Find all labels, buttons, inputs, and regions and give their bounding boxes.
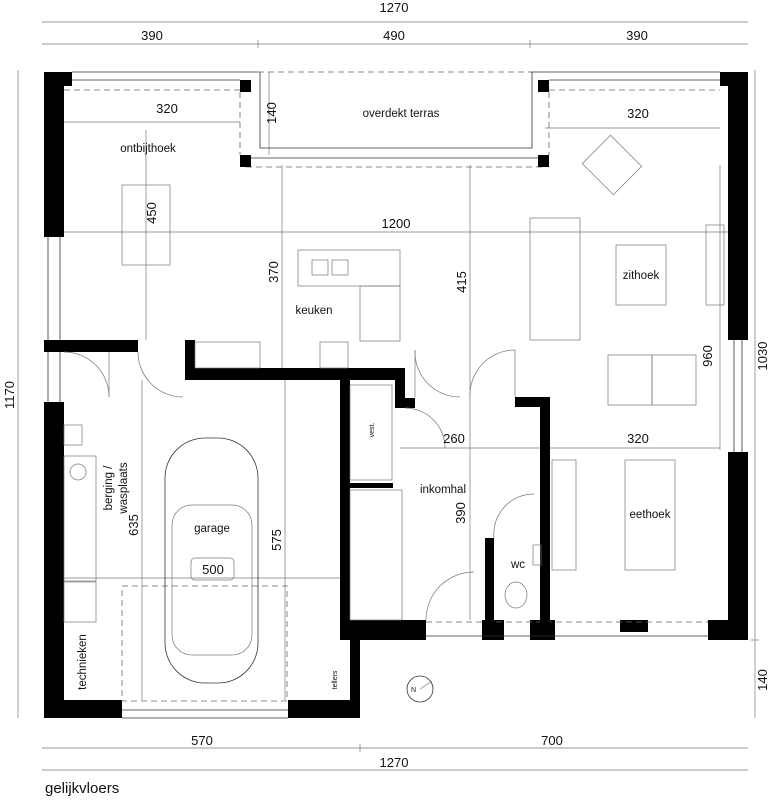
dim-top-right: 390 — [626, 28, 648, 43]
doors — [63, 349, 535, 621]
compass-icon: N — [406, 675, 434, 703]
dim-right-offset: 140 — [755, 669, 770, 691]
car-icon — [164, 437, 259, 684]
dim-bottom-total: 1270 — [380, 755, 409, 770]
furniture — [63, 134, 725, 702]
dim-top-left: 390 — [141, 28, 163, 43]
dim-bottom-left: 570 — [191, 733, 213, 748]
dim-right-main: 1030 — [755, 342, 770, 371]
dim-living-length: 1200 — [382, 216, 411, 231]
dim-left-total: 1170 — [2, 381, 17, 409]
dimension-lines — [17, 21, 759, 771]
label-vest: vest. — [369, 423, 376, 438]
label-garage: garage — [194, 523, 230, 535]
label-zithoek: zithoek — [623, 270, 660, 282]
room-labels: overdekt terras ontbijthoek keuken zitho… — [77, 108, 671, 690]
label-wasplaats: wasplaats — [118, 462, 130, 514]
dim-eethoek-width: 320 — [627, 431, 649, 446]
dim-bottom-right: 700 — [541, 733, 563, 748]
label-ontbijthoek: ontbijthoek — [120, 143, 176, 155]
dim-top-middle: 490 — [383, 28, 405, 43]
dim-terrace-depth: 140 — [264, 102, 279, 124]
dim-inkomhal-width: 260 — [443, 431, 465, 446]
dimension-labels: 1270 390 490 390 570 700 1270 1170 1030 … — [2, 0, 770, 770]
walls — [44, 71, 748, 719]
terrace — [64, 71, 720, 168]
dim-zithoek-depth: 960 — [700, 345, 715, 367]
label-berging: berging / — [103, 465, 115, 511]
plan-caption: gelijkvloers — [45, 780, 120, 797]
dim-inkomhal-depth: 390 — [453, 502, 468, 524]
dim-top-total: 1270 — [380, 0, 409, 15]
dim-garage-depth: 575 — [269, 529, 284, 551]
label-wc: wc — [510, 559, 525, 571]
label-terras: overdekt terras — [363, 108, 440, 120]
dim-garage-width: 500 — [202, 562, 224, 577]
dim-hall-depth: 415 — [454, 271, 469, 293]
compass-label: N — [411, 687, 416, 694]
label-technieken: technieken — [77, 634, 89, 690]
dim-ontbijthoek-width: 320 — [156, 101, 178, 116]
dim-keuken-depth: 370 — [266, 261, 281, 283]
dim-zithoek-width: 320 — [627, 106, 649, 121]
label-tellers: tellers — [332, 670, 339, 689]
dim-berging-depth: 635 — [126, 514, 141, 536]
label-keuken: keuken — [295, 305, 332, 317]
label-eethoek: eethoek — [630, 509, 671, 521]
label-inkomhal: inkomhal — [420, 484, 466, 496]
dim-ontbijthoek-depth: 450 — [144, 202, 159, 224]
